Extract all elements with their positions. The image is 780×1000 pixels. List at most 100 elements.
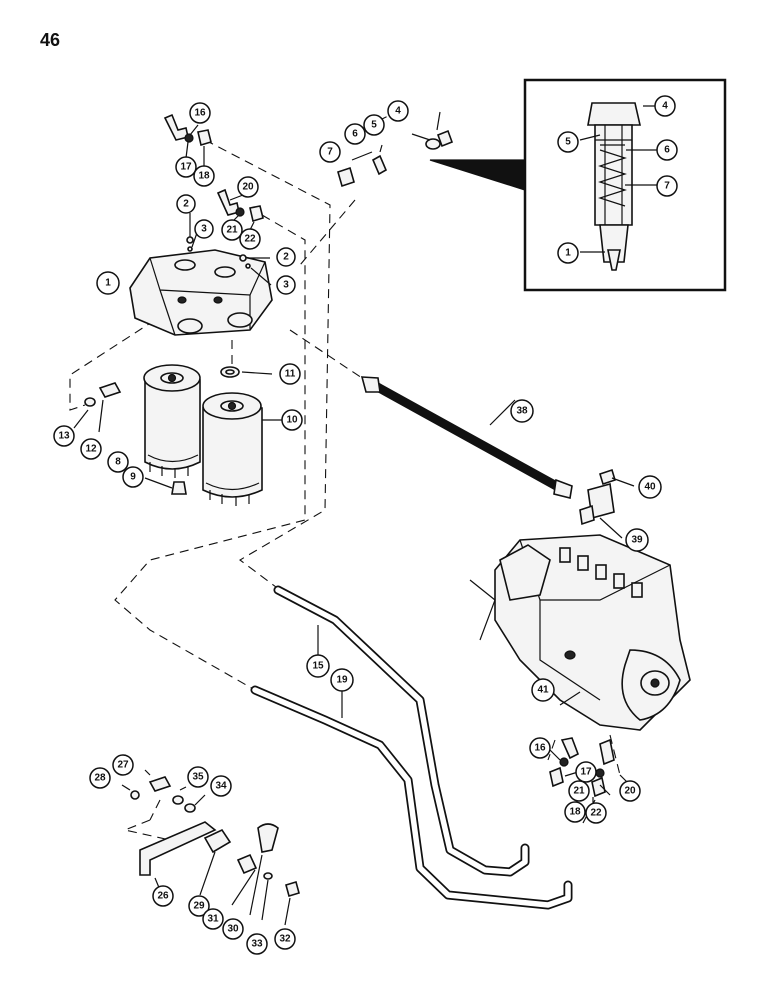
callout-21: 21 <box>221 219 243 241</box>
small-filter-parts <box>73 366 273 495</box>
filter-element-10 <box>202 392 285 506</box>
svg-text:30: 30 <box>227 924 239 935</box>
svg-text:20: 20 <box>242 182 254 193</box>
callout-11: 11 <box>279 363 301 385</box>
svg-text:3: 3 <box>201 224 207 235</box>
svg-text:32: 32 <box>279 934 291 945</box>
filter-head <box>129 249 273 336</box>
callout-8: 8 <box>107 451 129 473</box>
svg-text:31: 31 <box>207 914 219 925</box>
callout-3: 3 <box>194 219 214 239</box>
callout-33: 33 <box>246 933 268 955</box>
callout-22: 22 <box>239 228 261 250</box>
callout-2: 2 <box>276 247 296 267</box>
callout-20: 20 <box>619 780 641 802</box>
callout-3: 3 <box>276 275 296 295</box>
callout-20: 20 <box>237 176 259 198</box>
tube-19 <box>250 685 573 910</box>
callout-34: 34 <box>210 775 232 797</box>
callout-40: 40 <box>638 475 662 499</box>
svg-text:7: 7 <box>327 147 333 158</box>
svg-text:18: 18 <box>198 171 210 182</box>
callout-39: 39 <box>625 528 649 552</box>
injection-pump <box>469 534 691 731</box>
svg-text:20: 20 <box>624 786 636 797</box>
callout-38: 38 <box>510 399 534 423</box>
bracket-and-clamp <box>121 769 300 926</box>
svg-text:17: 17 <box>180 162 192 173</box>
callout-10: 10 <box>281 409 303 431</box>
callout-16: 16 <box>189 102 211 124</box>
callout-28: 28 <box>89 767 111 789</box>
callout-2: 2 <box>176 194 196 214</box>
svg-text:15: 15 <box>312 661 324 672</box>
inset-detail-view <box>429 78 727 292</box>
svg-text:10: 10 <box>286 415 298 426</box>
svg-text:35: 35 <box>192 772 204 783</box>
svg-text:39: 39 <box>631 535 643 546</box>
top-fittings <box>163 113 264 231</box>
svg-text:21: 21 <box>573 786 585 797</box>
svg-text:4: 4 <box>662 101 668 112</box>
callout-31: 31 <box>202 908 224 930</box>
callout-12: 12 <box>80 438 102 460</box>
svg-text:12: 12 <box>85 444 97 455</box>
svg-text:1: 1 <box>565 248 571 259</box>
callout-21: 21 <box>568 780 590 802</box>
svg-text:21: 21 <box>226 225 238 236</box>
svg-text:38: 38 <box>516 406 528 417</box>
svg-text:28: 28 <box>94 773 106 784</box>
callout-18: 18 <box>193 165 215 187</box>
inset-callout-7: 7 <box>656 175 678 197</box>
callout-17: 17 <box>175 156 197 178</box>
svg-text:6: 6 <box>352 129 358 140</box>
svg-text:4: 4 <box>395 106 401 117</box>
page-number: 46 <box>40 30 61 50</box>
inset-callout-1: 1 <box>557 242 579 264</box>
svg-text:1: 1 <box>105 278 111 289</box>
fittings-39-40 <box>579 468 635 539</box>
svg-text:5: 5 <box>371 120 377 131</box>
svg-text:2: 2 <box>283 252 289 263</box>
callout-41: 41 <box>531 678 555 702</box>
svg-text:41: 41 <box>537 685 549 696</box>
svg-text:27: 27 <box>117 760 129 771</box>
callout-6: 6 <box>344 123 366 145</box>
valve-parts <box>337 111 454 188</box>
svg-text:8: 8 <box>115 457 121 468</box>
svg-text:29: 29 <box>193 901 205 912</box>
fuel-line-38 <box>360 376 573 499</box>
callout-16: 16 <box>529 737 551 759</box>
tube-15 <box>273 585 530 877</box>
svg-text:5: 5 <box>565 137 571 148</box>
svg-text:11: 11 <box>285 369 296 380</box>
callout-5: 5 <box>363 114 385 136</box>
callout-30: 30 <box>222 918 244 940</box>
callout-17: 17 <box>575 761 597 783</box>
callout-27: 27 <box>112 754 134 776</box>
filter-element-8 <box>143 364 201 478</box>
svg-text:18: 18 <box>569 807 581 818</box>
callout-35: 35 <box>187 766 209 788</box>
svg-text:13: 13 <box>58 431 70 442</box>
inset-callout-6: 6 <box>656 139 678 161</box>
svg-text:22: 22 <box>590 808 602 819</box>
callout-7: 7 <box>319 141 341 163</box>
bottom-fittings <box>547 734 631 824</box>
svg-text:2: 2 <box>183 199 189 210</box>
svg-text:6: 6 <box>664 145 670 156</box>
svg-text:26: 26 <box>157 891 169 902</box>
callout-22: 22 <box>585 802 607 824</box>
svg-text:22: 22 <box>244 234 256 245</box>
callout-15: 15 <box>306 654 330 678</box>
callout-29: 29 <box>188 895 210 917</box>
svg-text:17: 17 <box>580 767 592 778</box>
callout-19: 19 <box>330 668 354 692</box>
svg-text:40: 40 <box>644 482 656 493</box>
callout-1: 1 <box>96 271 120 295</box>
svg-text:33: 33 <box>251 939 263 950</box>
callout-4: 4 <box>387 100 409 122</box>
callout-26: 26 <box>152 885 174 907</box>
callout-32: 32 <box>274 928 296 950</box>
